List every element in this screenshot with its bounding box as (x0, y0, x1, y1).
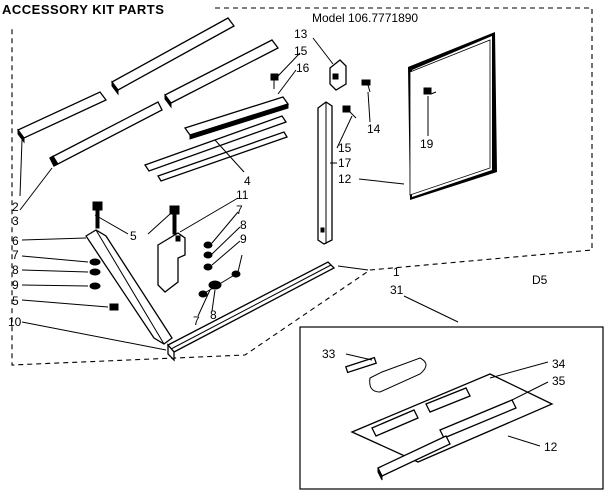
callout-12b: 12 (544, 440, 558, 454)
callout-11: 11 (236, 188, 249, 202)
part-3-long-channel (49, 101, 163, 167)
side-code: D5 (532, 273, 548, 287)
part-top-channel-2 (164, 39, 279, 109)
part-4-rail (143, 115, 288, 182)
callout-14: 14 (367, 122, 381, 136)
callout-12a: 12 (338, 172, 352, 186)
callout-5b: 5 (12, 294, 19, 308)
callout-34: 34 (552, 357, 566, 371)
callout-3: 3 (12, 214, 19, 228)
subkit-box (299, 326, 604, 490)
part-2-short-channel (16, 91, 108, 144)
part-16-angle (183, 96, 290, 140)
callout-33: 33 (322, 347, 336, 361)
part-13-bracket (329, 59, 347, 91)
callout-13: 13 (294, 27, 308, 41)
diagram-title: ACCESSORY KIT PARTS (2, 2, 164, 17)
callout-7a: 7 (12, 248, 19, 262)
callout-6: 6 (12, 234, 19, 248)
callout-7c: 7 (193, 314, 200, 328)
callout-17: 17 (338, 156, 352, 170)
callout-16: 16 (296, 61, 310, 75)
part-35-channel (377, 435, 451, 481)
callout-9b: 9 (240, 232, 247, 246)
callout-8a: 8 (12, 263, 19, 277)
part-12-base-sheet (350, 373, 554, 463)
screw-19 (423, 87, 437, 95)
callout-15b: 15 (338, 141, 352, 155)
screw-15-post (342, 105, 357, 119)
callout-1: 1 (393, 265, 400, 279)
part-12-panel (408, 32, 497, 200)
callout-8b: 8 (240, 218, 247, 232)
screw-14 (361, 79, 371, 93)
part-33-loop (344, 356, 427, 393)
callout-19: 19 (420, 137, 434, 151)
screw-15-top (270, 73, 279, 89)
callout-9a: 9 (12, 278, 19, 292)
callout-35: 35 (552, 374, 566, 388)
callout-10: 10 (8, 315, 22, 329)
leader-lines (19, 37, 549, 447)
part-11-bracket (157, 205, 186, 293)
part-34-strips (371, 387, 517, 439)
part-top-channel (111, 17, 235, 96)
callout-15a: 15 (294, 44, 308, 58)
callout-4: 4 (244, 174, 251, 188)
kit-boundary-dashed (11, 7, 593, 366)
callout-2: 2 (12, 200, 19, 214)
callout-5a: 5 (130, 229, 137, 243)
callout-31: 31 (390, 283, 404, 297)
hardware-right (198, 241, 241, 298)
part-17-post (317, 101, 333, 245)
callout-7b: 7 (236, 203, 243, 217)
hardware-left (89, 258, 119, 311)
callout-8c: 8 (210, 308, 217, 322)
part-6-leg (85, 201, 173, 345)
model-number: Model 106.7771890 (312, 11, 418, 25)
part-10-long-channel (166, 261, 336, 362)
